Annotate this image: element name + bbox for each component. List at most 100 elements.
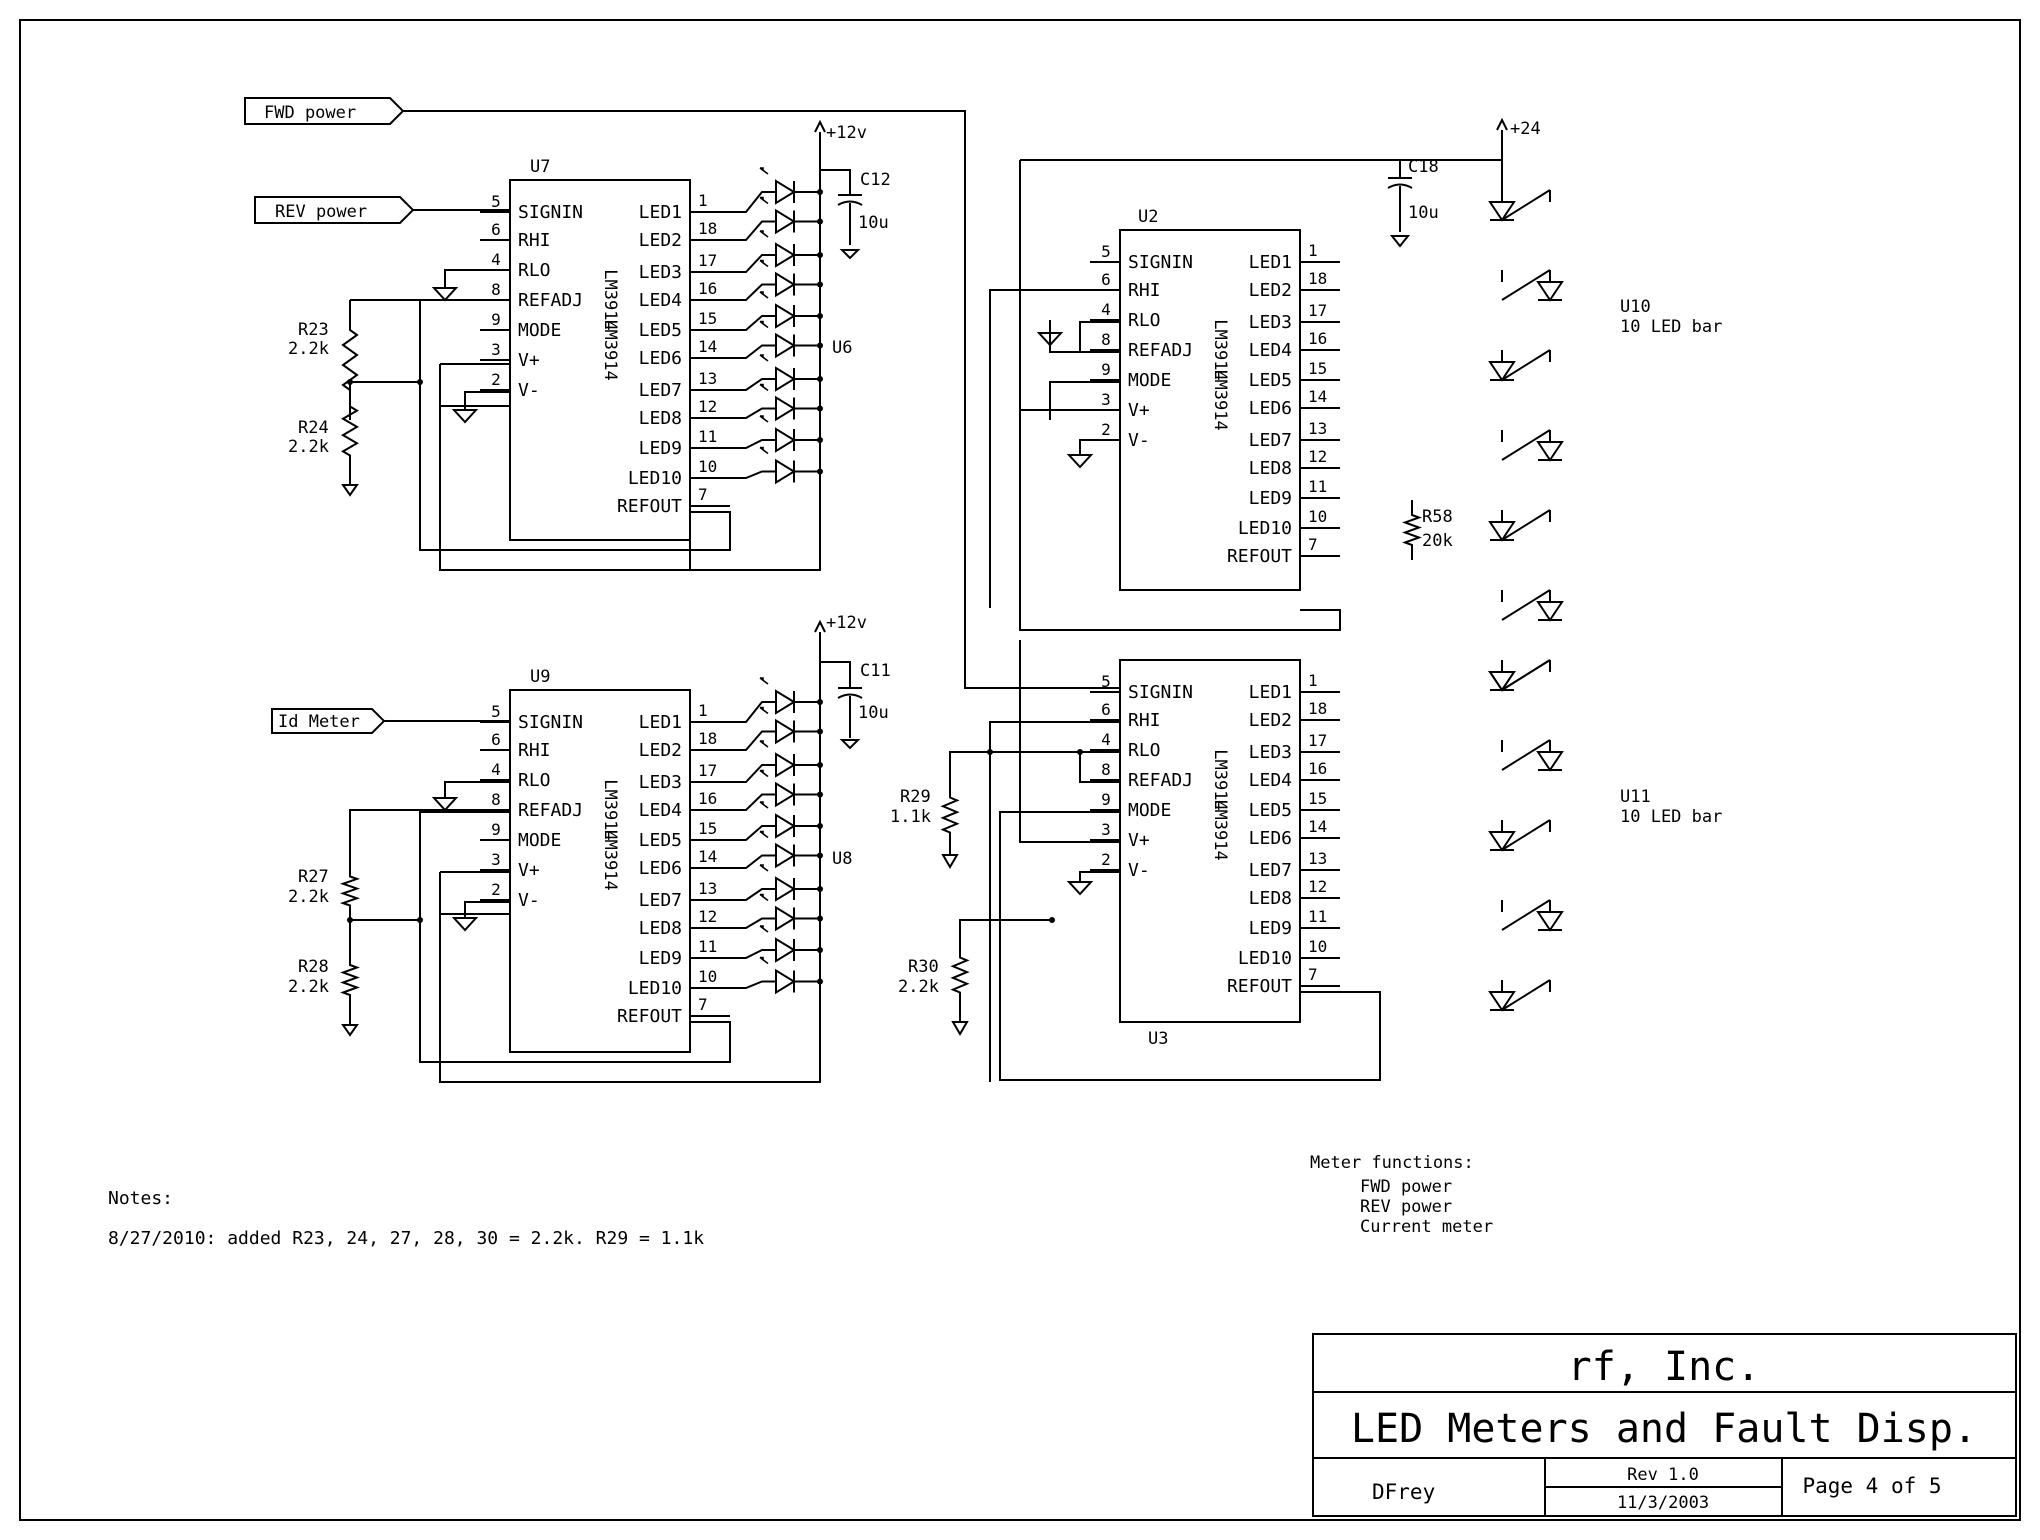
u9-block: U9 5SIGNIN6RHI4RLO8REFADJ9MODE3V+2V-LM39…: [288, 613, 891, 1083]
port-rev-power-label: REV power: [275, 202, 367, 222]
chip-out-number: 12: [698, 907, 717, 926]
bar-led: [1488, 671, 1516, 692]
bar-led: [1536, 911, 1564, 932]
chip-out-name: LED8: [1249, 888, 1292, 909]
chip-out-number: 17: [1308, 301, 1327, 320]
chip-pin-name: V+: [1128, 400, 1150, 421]
resistor-body: [1402, 500, 1422, 560]
chip-out-name: LED5: [1249, 370, 1292, 391]
chip-pin-name: V-: [1128, 430, 1150, 451]
led-wire: [730, 254, 776, 273]
chip-out-name: LED4: [639, 290, 682, 311]
chip-pin-number: 8: [491, 790, 501, 809]
r23-ref: R23: [298, 320, 329, 340]
bar-led: [1536, 751, 1564, 772]
led-diode: [775, 968, 820, 995]
page-number: Page 4 of 5: [1802, 1474, 1941, 1498]
chip-out-number: 1: [1308, 671, 1318, 690]
chip-pin-number: 5: [491, 192, 501, 211]
r58-ref: R58: [1422, 507, 1453, 527]
led-emission-arrow: [759, 706, 769, 715]
chip-pin-name: RHI: [518, 740, 551, 761]
u11-desc: 10 LED bar: [1620, 807, 1722, 827]
chip-pin-name: V+: [518, 350, 540, 371]
chip-out-name: LED10: [1238, 518, 1292, 539]
u6-ref: U6: [832, 338, 852, 358]
chip-pin-number: 3: [491, 850, 501, 869]
led-diode: [775, 876, 820, 902]
chip-pin-number: 2: [1101, 420, 1111, 439]
led-emission-arrow: [759, 956, 769, 965]
chip-pin-name: V-: [1128, 860, 1150, 881]
meter-functions-title: Meter functions:: [1310, 1153, 1474, 1173]
chip-pin-number: 9: [1101, 790, 1111, 809]
resistor-body: [341, 382, 359, 480]
r29-ref: R29: [900, 787, 931, 807]
chip-out-name: LED7: [1249, 430, 1292, 451]
c18-ref: C18: [1408, 157, 1439, 177]
chip-part-label: LM3914: [600, 269, 620, 330]
led-diode: [775, 271, 820, 298]
chip-part-label: LM3914: [1210, 369, 1230, 430]
led-diode: [775, 752, 820, 778]
led-wire: [730, 793, 776, 811]
chip-pin-number: 9: [491, 310, 501, 329]
chip-out-number: 16: [1308, 329, 1327, 348]
chip-pin-name: MODE: [518, 320, 561, 341]
port-id-meter: Id Meter: [271, 708, 386, 734]
chip-out-number: 12: [1308, 877, 1327, 896]
chip-out-name: REFOUT: [1227, 546, 1292, 567]
chip-out-number: 14: [698, 847, 717, 866]
chip-out-name: LED8: [639, 408, 682, 429]
bar-led: [1488, 991, 1516, 1012]
chip-out-number: 15: [698, 309, 717, 328]
chip-pin-name: MODE: [1128, 800, 1171, 821]
chip-out-number: 18: [1308, 269, 1327, 288]
drawing-title: LED Meters and Fault Disp.: [1351, 1406, 1977, 1452]
chip-out-number: 1: [1308, 241, 1318, 260]
led-emission-arrow: [759, 925, 769, 933]
resistor-body: [339, 862, 361, 920]
led-wire: [730, 949, 776, 959]
chip-out-number: 1: [698, 701, 708, 720]
chip-out-name: LED3: [639, 772, 682, 793]
resistor-body: [340, 950, 360, 1010]
led-diode: [775, 179, 820, 205]
led-emission-arrow: [759, 320, 769, 329]
chip-pin-number: 2: [491, 880, 501, 899]
bar-link: [1501, 429, 1551, 461]
chip-out-number: 11: [698, 937, 717, 956]
bar-led: [1488, 671, 1516, 692]
chip-out-number: 13: [698, 369, 717, 388]
chip-out-number: 18: [1308, 699, 1327, 718]
bar-led: [1488, 361, 1516, 382]
bar-link: [1501, 509, 1551, 541]
notes-title: Notes:: [108, 1188, 173, 1209]
bar-led: [1488, 521, 1516, 542]
chip-part-label: LM3914: [600, 319, 620, 380]
wire-fwd-power: [403, 110, 1120, 689]
chip-part-label: LM3914: [1210, 749, 1230, 810]
chip-pin-name: REFADJ: [1128, 340, 1193, 361]
chip-pin-name: RLO: [518, 260, 551, 281]
led-wire: [730, 283, 776, 301]
led-diode: [775, 427, 820, 453]
chip-out-name: LED3: [1249, 312, 1292, 333]
chip-pin-name: RHI: [1128, 710, 1161, 731]
chip-pin-name: SIGNIN: [518, 712, 583, 733]
led-diode: [775, 242, 820, 268]
led-diode: [775, 813, 820, 839]
chip-out-number: 14: [698, 337, 717, 356]
chip-pin-number: 3: [1101, 390, 1111, 409]
chip-out-number: 17: [698, 251, 717, 270]
chip-out-name: LED1: [639, 202, 682, 223]
chip-pin-number: 6: [491, 220, 501, 239]
chip-pin-number: 4: [1101, 300, 1111, 319]
chip-out-number: 15: [1308, 359, 1327, 378]
led-emission-arrow: [759, 415, 769, 423]
chip-pin-name: MODE: [1128, 370, 1171, 391]
led-diode: [775, 303, 820, 329]
c12-value: 10u: [858, 213, 889, 233]
led-diode: [775, 905, 820, 932]
led-emission-arrow: [759, 864, 769, 872]
